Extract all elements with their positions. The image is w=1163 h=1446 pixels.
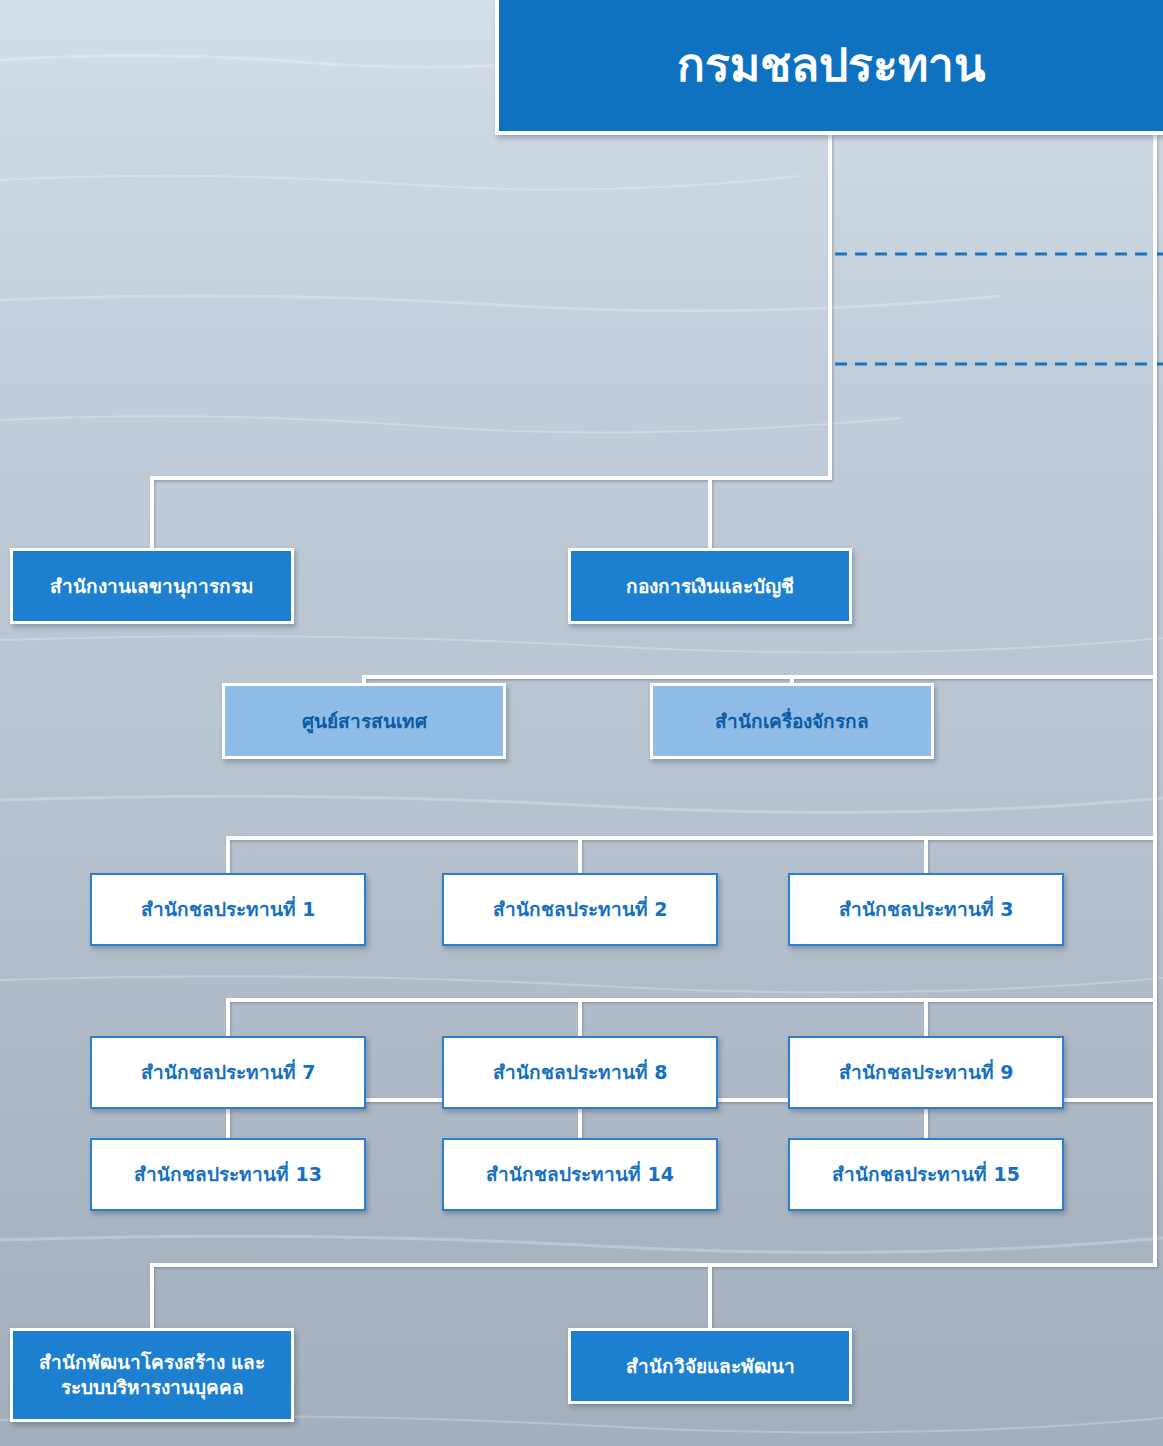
regional-office-box: สำนักชลประทานที่ 3 — [788, 873, 1064, 946]
box-label: สำนักงานเลขานุการกรม — [50, 574, 254, 599]
box-label: สำนักชลประทานที่ 3 — [839, 897, 1014, 922]
box-label: สำนักชลประทานที่ 8 — [493, 1060, 668, 1085]
center-box: ศูนย์สารสนเทศ — [222, 683, 506, 759]
box-label: สำนักวิจัยและพัฒนา — [626, 1354, 795, 1379]
org-connector — [152, 135, 830, 548]
org-connector — [926, 135, 1155, 873]
office-box: กองการเงินและบัญชี — [568, 548, 852, 624]
box-label: สำนักเครื่องจักรกล — [715, 709, 869, 734]
regional-office-box: สำนักชลประทานที่ 15 — [788, 1138, 1064, 1211]
regional-office-box: สำนักชลประทานที่ 7 — [90, 1036, 366, 1109]
regional-office-box: สำนักชลประทานที่ 13 — [90, 1138, 366, 1211]
box-label: กรมชลประทาน — [677, 36, 985, 96]
box-label: สำนักชลประทานที่ 15 — [832, 1162, 1020, 1187]
box-label: สำนักชลประทานที่ 1 — [141, 897, 316, 922]
box-label: สำนักชลประทานที่ 14 — [486, 1162, 674, 1187]
org-connector — [364, 135, 1155, 683]
office-box: สำนักเครื่องจักรกล — [650, 683, 934, 759]
dashed-line — [835, 253, 1163, 256]
org-connector — [580, 135, 1155, 873]
org-connector — [228, 135, 1155, 1138]
org-connector — [580, 135, 1155, 1138]
org-connector — [710, 135, 830, 548]
regional-office-box: สำนักชลประทานที่ 8 — [442, 1036, 718, 1109]
department-box: กรมชลประทาน — [495, 0, 1163, 135]
box-label: สำนักชลประทานที่ 13 — [134, 1162, 322, 1187]
office-box: สำนักพัฒนาโครงสร้าง และระบบบริหารงานบุคค… — [10, 1328, 294, 1422]
dashed-line — [835, 363, 1163, 366]
regional-office-box: สำนักชลประทานที่ 14 — [442, 1138, 718, 1211]
regional-office-box: สำนักชลประทานที่ 1 — [90, 873, 366, 946]
box-label: กองการเงินและบัญชี — [626, 574, 794, 599]
box-label: ศูนย์สารสนเทศ — [302, 709, 427, 734]
office-box: สำนักวิจัยและพัฒนา — [568, 1328, 852, 1404]
regional-office-box: สำนักชลประทานที่ 2 — [442, 873, 718, 946]
box-label: สำนักชลประทานที่ 7 — [141, 1060, 316, 1085]
org-connector — [228, 135, 1155, 1036]
box-label: สำนักชลประทานที่ 2 — [493, 897, 668, 922]
box-label: สำนักพัฒนาโครงสร้าง และระบบบริหารงานบุคค… — [23, 1350, 281, 1399]
box-label: สำนักชลประทานที่ 9 — [839, 1060, 1014, 1085]
water-ripples — [0, 55, 1163, 1432]
regional-office-box: สำนักชลประทานที่ 9 — [788, 1036, 1064, 1109]
org-connector — [926, 135, 1155, 1138]
org-connector — [228, 135, 1155, 873]
office-box: สำนักงานเลขานุการกรม — [10, 548, 294, 624]
